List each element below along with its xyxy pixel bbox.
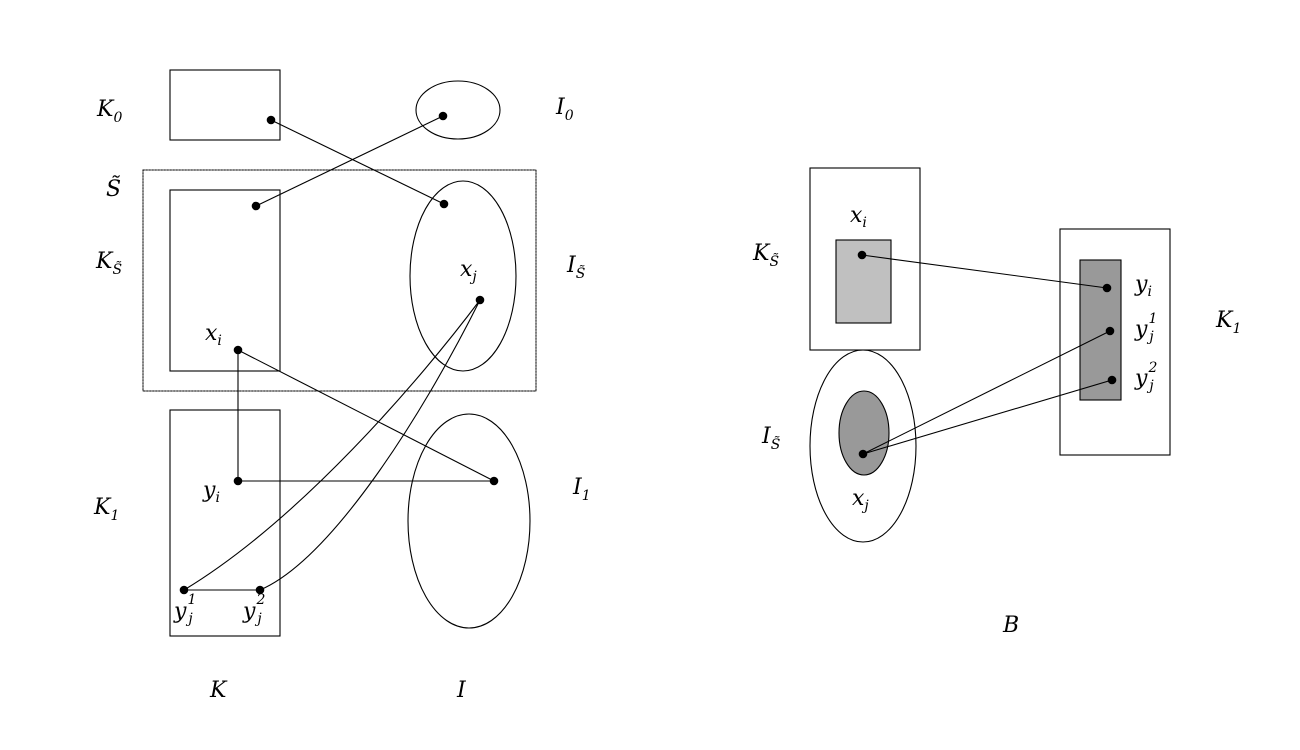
right-yj1-node <box>1105 326 1115 336</box>
s-tilde-region <box>142 169 537 392</box>
label-i0: I0 <box>555 95 574 124</box>
right-label-xj: xj <box>852 486 869 514</box>
i1-node <box>489 476 499 486</box>
edge-xi-i1 <box>237 349 495 482</box>
right-label-xi: xi <box>850 203 867 231</box>
ks-box <box>169 189 281 372</box>
is-node-top <box>439 199 449 209</box>
label-i1: I1 <box>572 475 591 504</box>
edge-yj2-xj <box>259 299 481 591</box>
right-edge-xj-yj2 <box>862 379 1113 455</box>
i0-node <box>438 111 448 121</box>
yj1-node <box>179 585 189 595</box>
label-ks: KS̃ <box>95 249 122 278</box>
label-xj: xj <box>460 257 477 285</box>
right-yj2-node <box>1107 375 1117 385</box>
i0-ellipse <box>415 80 501 140</box>
right-xj-node <box>858 449 868 459</box>
xi-node <box>233 345 243 355</box>
label-xi: xi <box>205 321 222 349</box>
label-is: IS̃ <box>566 253 585 282</box>
right-label-yi: yi <box>1134 272 1152 300</box>
right-label-k1: K1 <box>1215 308 1241 337</box>
ks-node-top <box>251 201 261 211</box>
k0-box <box>169 69 281 141</box>
edge-k0-is <box>270 119 445 205</box>
label-yi: yi <box>202 478 220 506</box>
xj-node <box>475 295 485 305</box>
right-label-ks: KS̃ <box>752 241 779 270</box>
k0-node <box>266 115 276 125</box>
right-xj-region <box>838 390 890 476</box>
label-k0: K0 <box>96 97 122 126</box>
edge-yj1-xj <box>183 299 481 591</box>
label-k: K <box>209 678 228 703</box>
k1-box <box>169 409 281 637</box>
right-yi-node <box>1102 283 1112 293</box>
yi-node <box>233 476 243 486</box>
i1-ellipse <box>407 413 531 629</box>
right-is-ellipse <box>809 349 917 543</box>
is-ellipse <box>409 180 517 372</box>
right-edge-xi-yi <box>861 254 1108 289</box>
right-label-b: B <box>1002 613 1019 638</box>
right-edge-xj-yj1 <box>862 330 1111 455</box>
label-k1: K1 <box>93 495 119 524</box>
label-i: I <box>456 678 467 703</box>
label-s-tilde: S̃ <box>106 176 121 202</box>
right-xi-node <box>857 250 867 260</box>
yj2-node <box>255 585 265 595</box>
right-label-is: IS̃ <box>761 424 780 453</box>
right-k1-box <box>1059 228 1171 456</box>
edge-i0-ks <box>255 115 444 207</box>
s-tilde-region-outline <box>142 169 537 392</box>
right-y-region <box>1079 259 1122 401</box>
